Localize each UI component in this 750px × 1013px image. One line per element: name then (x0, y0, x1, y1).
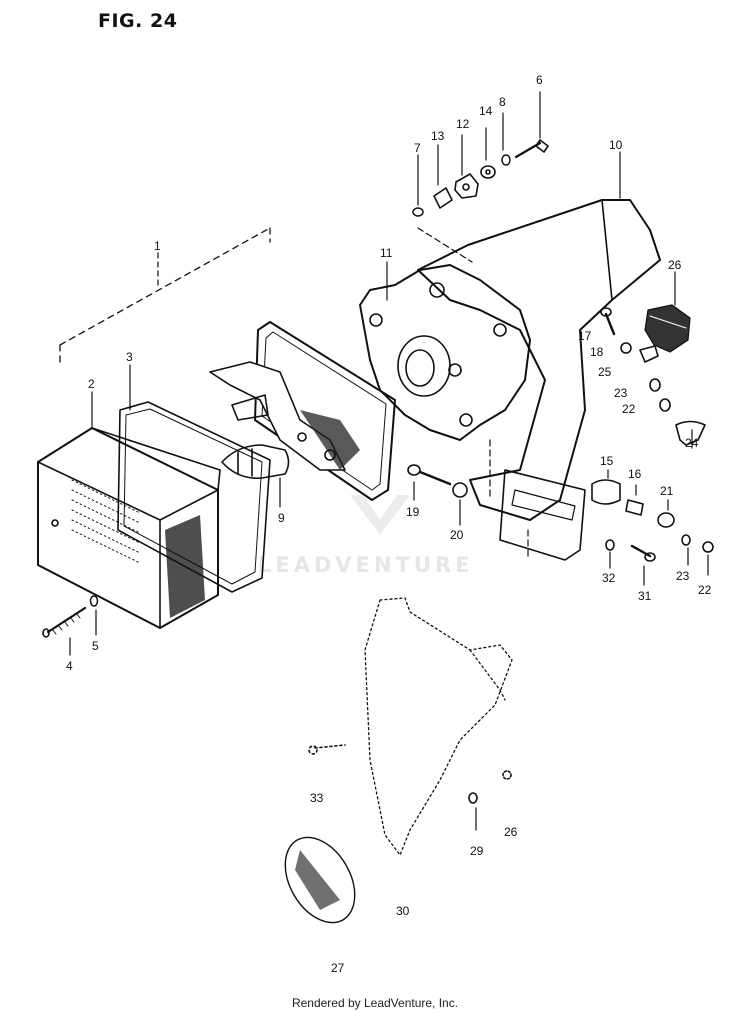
callout-26-upper: 26 (668, 258, 682, 272)
callout-8: 8 (499, 95, 506, 109)
callout-23-upper: 23 (614, 386, 628, 400)
part-18-nut (620, 342, 632, 354)
figure-title: FIG. 24 (98, 10, 178, 32)
callout-3: 3 (126, 350, 133, 364)
part-22-nut-lower (702, 541, 714, 553)
callout-18: 18 (590, 345, 604, 359)
license-light-bracket (364, 597, 513, 856)
callout-14: 14 (479, 104, 493, 118)
part-14-washer (480, 165, 496, 179)
callout-26-lower: 26 (504, 825, 518, 839)
callout-1: 1 (154, 239, 161, 253)
part-26-knob (644, 304, 691, 353)
assembly-bracket-1 (59, 227, 271, 366)
part-17-bolt (600, 307, 616, 336)
part-6-bolt (514, 139, 549, 159)
part-25-clip (639, 345, 659, 363)
callout-5: 5 (92, 639, 99, 653)
part-7-washer (412, 207, 424, 217)
leadventure-logo-watermark (350, 495, 410, 535)
callout-10: 10 (609, 138, 623, 152)
callout-16: 16 (628, 467, 642, 481)
callout-12: 12 (456, 117, 470, 131)
watermark-text: LEADVENTURE (258, 553, 474, 577)
part-3-gasket (117, 401, 271, 593)
part-4-screw (42, 606, 87, 638)
callout-6: 6 (536, 73, 543, 87)
part-15-spacer (591, 479, 621, 505)
callout-24: 24 (685, 436, 699, 450)
part-19-bolt (407, 464, 452, 486)
part-23-washer-upper (649, 378, 661, 392)
part-33-screw (308, 744, 346, 755)
part-32-washer (605, 539, 615, 551)
license-plate-bracket (499, 469, 586, 561)
callout-17: 17 (578, 329, 592, 343)
part-11-mount-bracket (359, 264, 531, 441)
part-12-nut (454, 173, 479, 199)
part-29-nut (468, 792, 478, 804)
footer-credit: Rendered by LeadVenture, Inc. (291, 996, 459, 1010)
callout-22-lower: 22 (698, 583, 712, 597)
callout-23-lower: 23 (676, 569, 690, 583)
part-8-washer (501, 154, 511, 166)
callout-22-upper: 22 (622, 402, 636, 416)
callout-15: 15 (600, 454, 614, 468)
part-16-collar (625, 499, 644, 516)
part-13-collar (433, 187, 453, 209)
part-10-rear-fender (417, 199, 661, 521)
part-26-nut-lower (502, 770, 512, 780)
lamp-base-socket (209, 321, 396, 501)
callout-7: 7 (414, 141, 421, 155)
callout-25: 25 (598, 365, 612, 379)
callout-29: 29 (470, 844, 484, 858)
part-24-grommet (675, 420, 706, 446)
part-2-lens-housing (37, 427, 221, 629)
callout-27: 27 (331, 961, 345, 975)
part-22-nut-upper (659, 398, 671, 412)
callout-11: 11 (380, 246, 393, 260)
callout-32: 32 (602, 571, 616, 585)
part-30-lens (284, 836, 356, 924)
callout-2: 2 (88, 377, 95, 391)
callout-19: 19 (406, 505, 420, 519)
callout-21-upper: 21 (660, 484, 674, 498)
part-31-bolt (630, 544, 656, 562)
callout-13: 13 (431, 129, 445, 143)
part-20-washer (452, 482, 468, 498)
callout-9: 9 (278, 511, 285, 525)
part-5-washer (89, 595, 99, 607)
callout-4: 4 (66, 659, 73, 673)
part-21-washer-upper (657, 512, 675, 528)
part-21-washer-lower (681, 534, 691, 546)
callout-20: 20 (450, 528, 464, 542)
callout-30: 30 (396, 904, 410, 918)
callout-31: 31 (638, 589, 652, 603)
callout-33: 33 (310, 791, 324, 805)
part-9-bulb (221, 444, 290, 479)
